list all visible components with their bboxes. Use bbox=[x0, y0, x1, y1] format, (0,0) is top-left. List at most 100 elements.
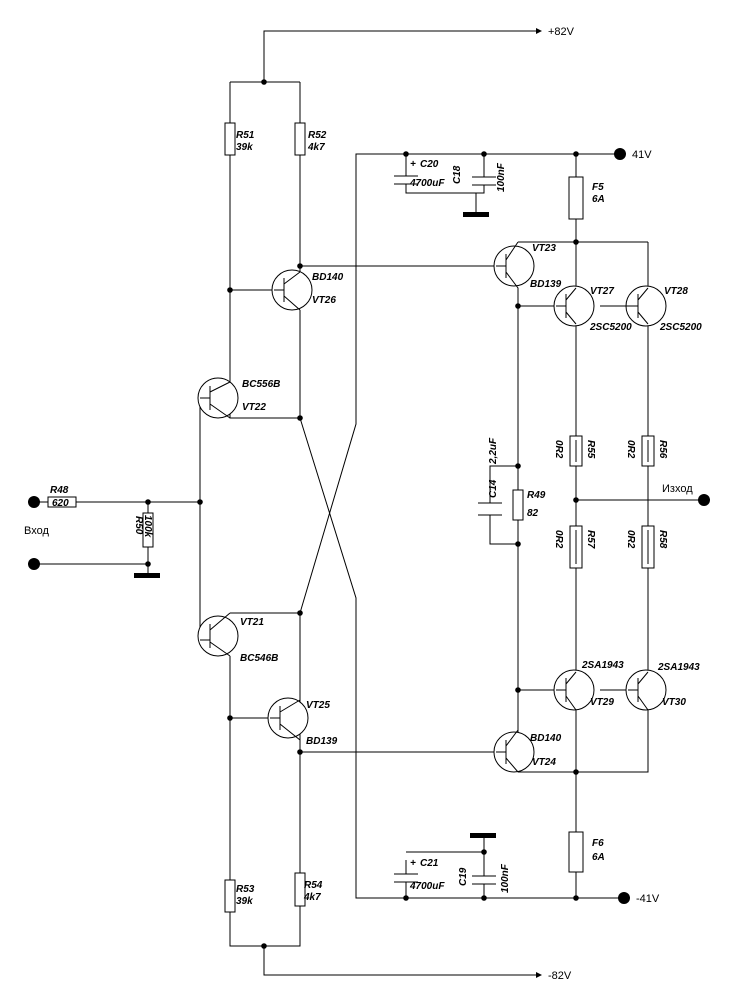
label-r58-ref: R58 bbox=[657, 530, 668, 549]
label-r50-value: 100k bbox=[142, 515, 153, 538]
transistor-vt30 bbox=[625, 669, 667, 711]
label-vt25-ref: VT25 bbox=[306, 700, 330, 711]
resistor-r51 bbox=[224, 122, 236, 156]
label-c19-ref: C19 bbox=[458, 867, 469, 886]
label-c14-ref: C14 bbox=[488, 479, 499, 498]
label-pos82v: +82V bbox=[548, 26, 575, 38]
label-c20-plus: + bbox=[410, 159, 416, 170]
label-r57-value: 0R2 bbox=[553, 530, 564, 549]
label-r58-value: 0R2 bbox=[625, 530, 636, 549]
label-r52-value: 4k7 bbox=[307, 142, 325, 153]
capacitor-c19 bbox=[472, 875, 496, 885]
resistors bbox=[47, 122, 655, 913]
label-c18-value: 100nF bbox=[496, 162, 507, 192]
label-f5-ref: F5 bbox=[592, 182, 604, 193]
label-vt27-part: 2SC5200 bbox=[589, 322, 632, 333]
label-vt23-part: BD139 bbox=[530, 279, 562, 290]
arrow-neg82-icon bbox=[536, 972, 542, 978]
label-f6-ref: F6 bbox=[592, 838, 604, 849]
transistor-vt29 bbox=[553, 669, 595, 711]
resistor-r49 bbox=[512, 489, 524, 521]
label-vt25-part: BD139 bbox=[306, 736, 338, 747]
label-vt22-ref: VT22 bbox=[242, 402, 266, 413]
label-c21-value: 4700uF bbox=[409, 881, 445, 892]
transistor-vt21 bbox=[197, 612, 239, 657]
label-41v: 41V bbox=[632, 149, 652, 161]
terminal-input-ground bbox=[28, 558, 40, 570]
transistor-vt27 bbox=[553, 285, 595, 327]
label-vt27-ref: VT27 bbox=[590, 286, 614, 297]
terminal-input bbox=[28, 496, 40, 508]
transistor-vt23 bbox=[493, 241, 535, 306]
label-r49-value: 82 bbox=[527, 508, 539, 519]
label-vt30-part: 2SA1943 bbox=[657, 662, 700, 673]
fuses bbox=[568, 176, 584, 873]
capacitor-c18 bbox=[472, 176, 496, 186]
resistor-r54 bbox=[294, 872, 306, 907]
transistor-vt24 bbox=[493, 690, 535, 773]
fuse-f5 bbox=[568, 176, 584, 220]
label-r54-ref: R54 bbox=[304, 880, 323, 891]
label-c20-value: 4700uF bbox=[409, 178, 445, 189]
label-r51-value: 39k bbox=[236, 142, 253, 153]
label-r57-ref: R57 bbox=[585, 530, 596, 549]
label-r55-ref: R55 bbox=[585, 440, 596, 459]
transistor-vt26 bbox=[271, 269, 313, 311]
label-vt26-ref: VT26 bbox=[312, 295, 336, 306]
capacitor-c21 bbox=[394, 873, 418, 883]
label-vt28-part: 2SC5200 bbox=[659, 322, 702, 333]
label-vt24-ref: VT24 bbox=[532, 757, 556, 768]
label-vt24-part: BD140 bbox=[530, 733, 562, 744]
label-c19-value: 100nF bbox=[500, 863, 511, 893]
capacitor-c20 bbox=[394, 175, 418, 185]
label-r50-ref: R50 bbox=[133, 516, 144, 535]
label-r53-ref: R53 bbox=[236, 884, 255, 895]
resistor-r50 bbox=[142, 512, 154, 548]
label-c18-ref: C18 bbox=[452, 165, 463, 184]
resistor-r53 bbox=[224, 879, 236, 913]
label-r52-ref: R52 bbox=[308, 130, 327, 141]
transistor-vt22 bbox=[197, 377, 239, 419]
label-r51-ref: R51 bbox=[236, 130, 255, 141]
label-r55-value: 0R2 bbox=[553, 440, 564, 459]
terminal-41v bbox=[614, 148, 626, 160]
label-c14-value: 2,2uF bbox=[488, 437, 499, 465]
ground-r50-icon bbox=[134, 573, 160, 578]
label-neg41v: -41V bbox=[636, 893, 660, 905]
transistor-vt28 bbox=[600, 285, 667, 327]
capacitors bbox=[394, 175, 502, 885]
label-c21-ref: C21 bbox=[420, 858, 439, 869]
label-r56-ref: R56 bbox=[657, 440, 668, 459]
labels: +82V -82V 41V -41V Вход Изход R48 620 R5… bbox=[24, 26, 702, 982]
label-output: Изход bbox=[662, 483, 693, 495]
label-vt29-ref: VT29 bbox=[590, 697, 614, 708]
label-c20-ref: C20 bbox=[420, 159, 439, 170]
label-vt22-part: BC556B bbox=[242, 379, 280, 390]
wires bbox=[34, 30, 700, 976]
transistors bbox=[197, 241, 667, 773]
label-vt21-ref: VT21 bbox=[240, 617, 264, 628]
label-vt23-ref: VT23 bbox=[532, 243, 556, 254]
resistor-r52 bbox=[294, 122, 306, 156]
label-r48-value: 620 bbox=[52, 498, 69, 509]
label-neg82v: -82V bbox=[548, 970, 572, 982]
label-r53-value: 39k bbox=[236, 896, 253, 907]
label-r48-ref: R48 bbox=[50, 485, 69, 496]
label-r56-value: 0R2 bbox=[625, 440, 636, 459]
label-r54-value: 4k7 bbox=[303, 892, 321, 903]
label-f5-value: 6A bbox=[592, 194, 605, 205]
junctions bbox=[145, 79, 579, 949]
label-vt26-part: BD140 bbox=[312, 272, 344, 283]
resistor-r48 bbox=[47, 496, 77, 508]
label-vt29-part: 2SA1943 bbox=[581, 660, 624, 671]
label-f6-value: 6A bbox=[592, 852, 605, 863]
ground-c18-icon bbox=[463, 212, 489, 217]
terminal-neg41v bbox=[618, 892, 630, 904]
terminal-output bbox=[698, 494, 710, 506]
label-vt30-ref: VT30 bbox=[662, 697, 686, 708]
label-c21-plus: + bbox=[410, 858, 416, 869]
capacitor-c14 bbox=[478, 502, 502, 516]
label-vt21-part: BC546B bbox=[240, 653, 278, 664]
label-input: Вход bbox=[24, 525, 49, 537]
